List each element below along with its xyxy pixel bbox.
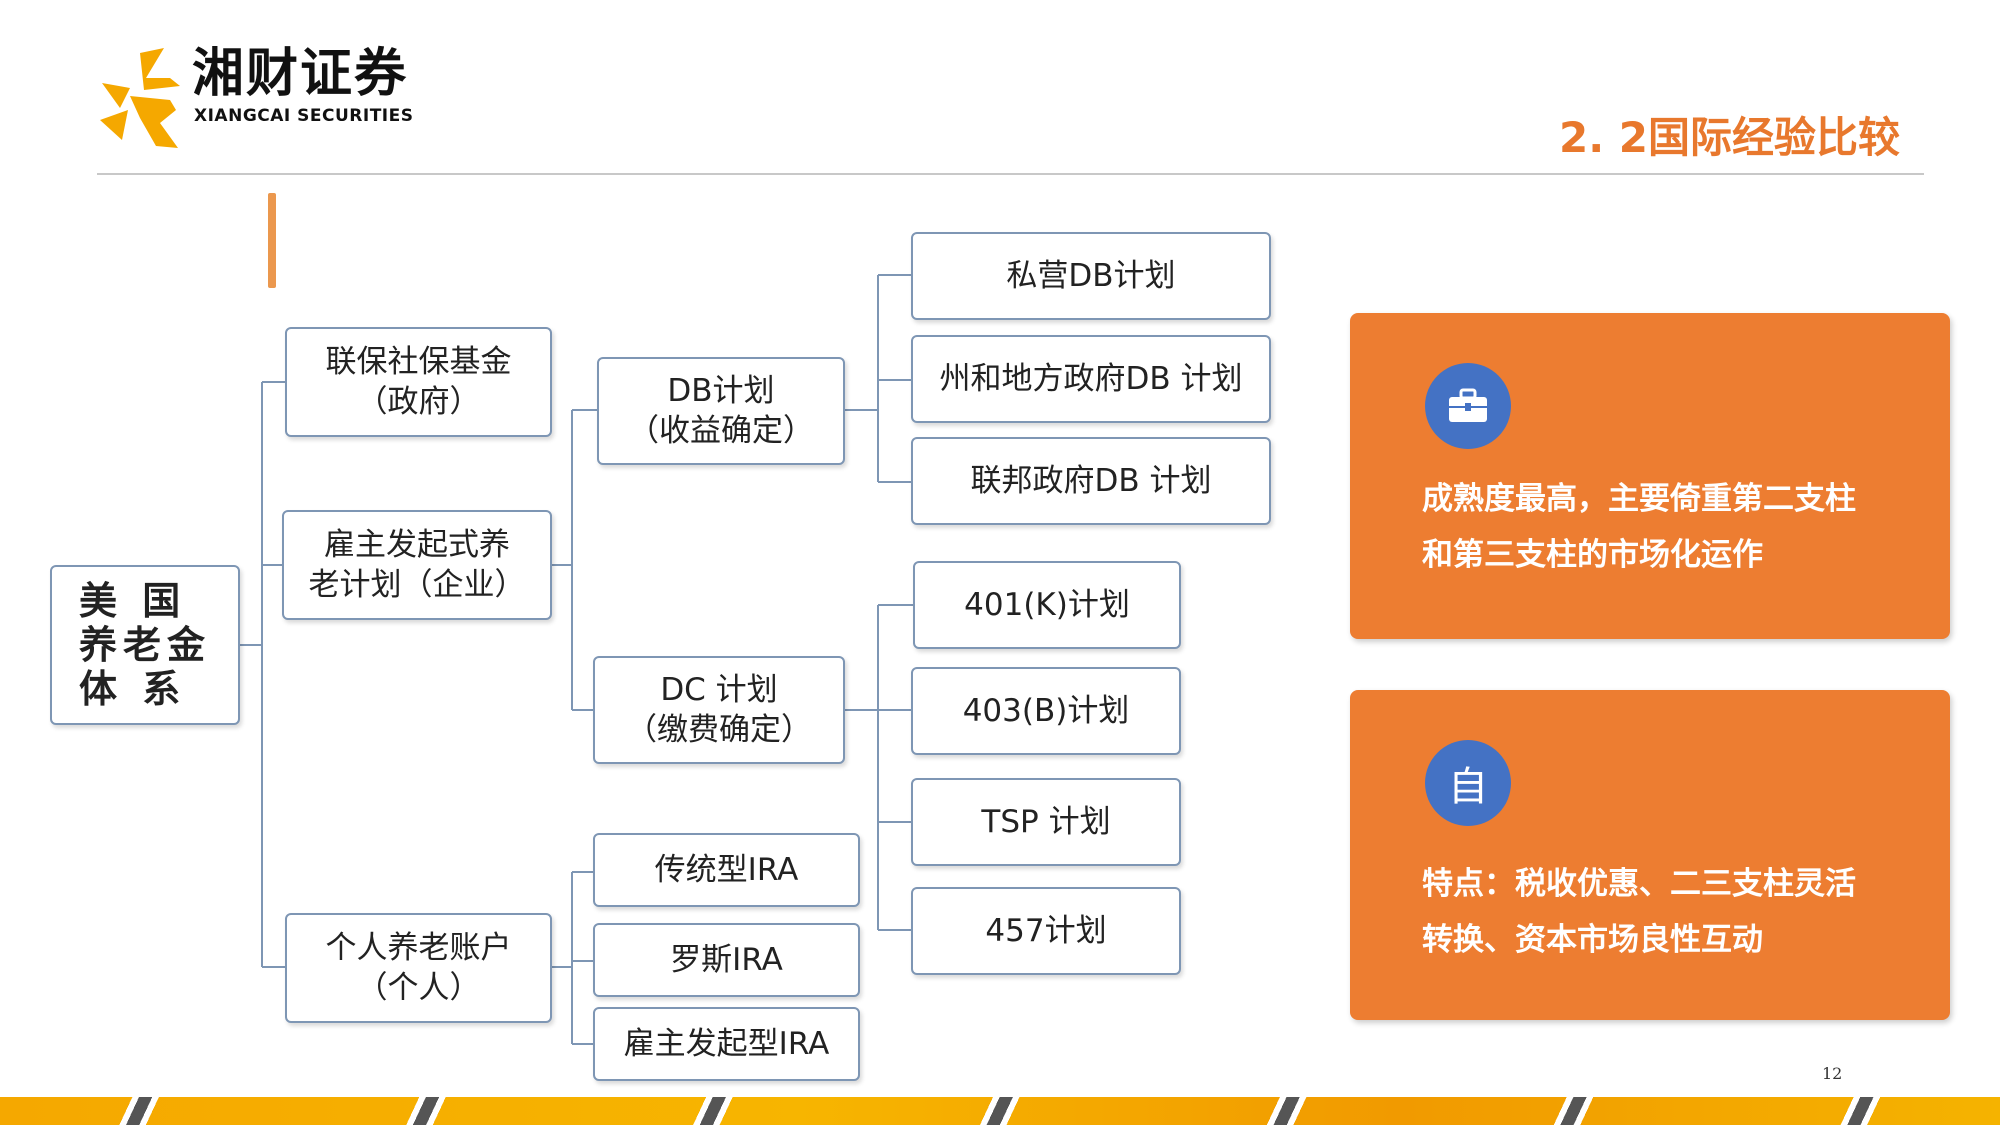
card-features-text: 特点：税收优惠、二三支柱灵活 转换、资本市场良性互动 [1422,866,1856,958]
node-db-plan: DB计划 （收益确定） [597,357,845,465]
card-maturity-text: 成熟度最高，主要倚重第二支柱 和第三支柱的市场化运作 [1422,481,1856,573]
footer-stripe-band [0,1097,2000,1125]
node-employer-plan: 雇主发起式养 老计划（企业） [282,510,552,620]
section-title: 2. 2国际经验比较 [1558,113,1900,162]
briefcase-icon [1425,363,1511,449]
node-individual-account: 个人养老账户 （个人） [285,913,552,1023]
node-401k: 401(K)计划 [913,561,1181,649]
node-state-local-db: 州和地方政府DB 计划 [911,335,1271,423]
self-character-icon: 自 [1425,740,1511,826]
node-roth-ira: 罗斯IRA [593,923,860,997]
node-social-security: 联保社保基金 （政府） [285,327,552,437]
brand-name-en: XIANGCAI SECURITIES [194,106,414,126]
header-divider [97,173,1924,175]
root-node-us-pension: 美 国 养老金 体 系 [50,565,240,725]
brand-name-cn: 湘财证券 [192,44,409,104]
node-employer-ira: 雇主发起型IRA [593,1007,860,1081]
node-403b: 403(B)计划 [911,667,1181,755]
node-dc-plan: DC 计划 （缴费确定） [593,656,845,764]
card-features: 自 特点：税收优惠、二三支柱灵活 转换、资本市场良性互动 [1350,690,1950,1020]
accent-mark [268,193,276,288]
node-tsp: TSP 计划 [911,778,1181,866]
node-457: 457计划 [911,887,1181,975]
node-traditional-ira: 传统型IRA [593,833,860,907]
xiangcai-logo-icon [100,48,180,148]
page-number: 12 [1822,1064,1843,1083]
card-maturity: 成熟度最高，主要倚重第二支柱 和第三支柱的市场化运作 [1350,313,1950,639]
node-private-db: 私营DB计划 [911,232,1271,320]
node-federal-db: 联邦政府DB 计划 [911,437,1271,525]
